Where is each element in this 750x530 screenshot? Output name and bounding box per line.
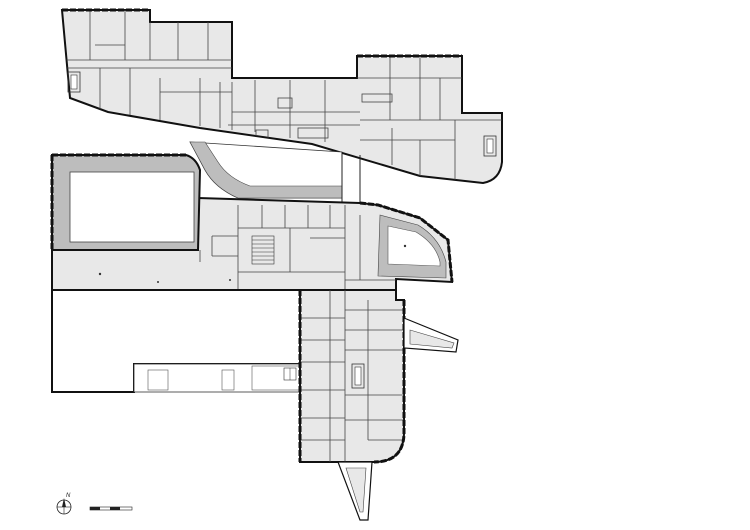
link-bridge <box>189 141 361 205</box>
stair-icon <box>483 135 497 157</box>
south-wing <box>298 289 406 464</box>
stair-icon <box>251 235 275 265</box>
west-courtyard-block <box>50 153 202 251</box>
lower-west-area <box>51 289 301 393</box>
stair-icon <box>351 363 365 389</box>
central-block <box>51 196 454 291</box>
east-balcony-wedge <box>403 317 459 353</box>
north-arrow: N <box>56 493 72 515</box>
scale-bar <box>89 506 133 511</box>
south-balcony-wedge <box>337 461 373 521</box>
north-wing <box>60 8 503 185</box>
north-label: N <box>66 493 71 499</box>
west-courtyard-void <box>69 171 195 243</box>
stair-icon <box>67 71 81 93</box>
